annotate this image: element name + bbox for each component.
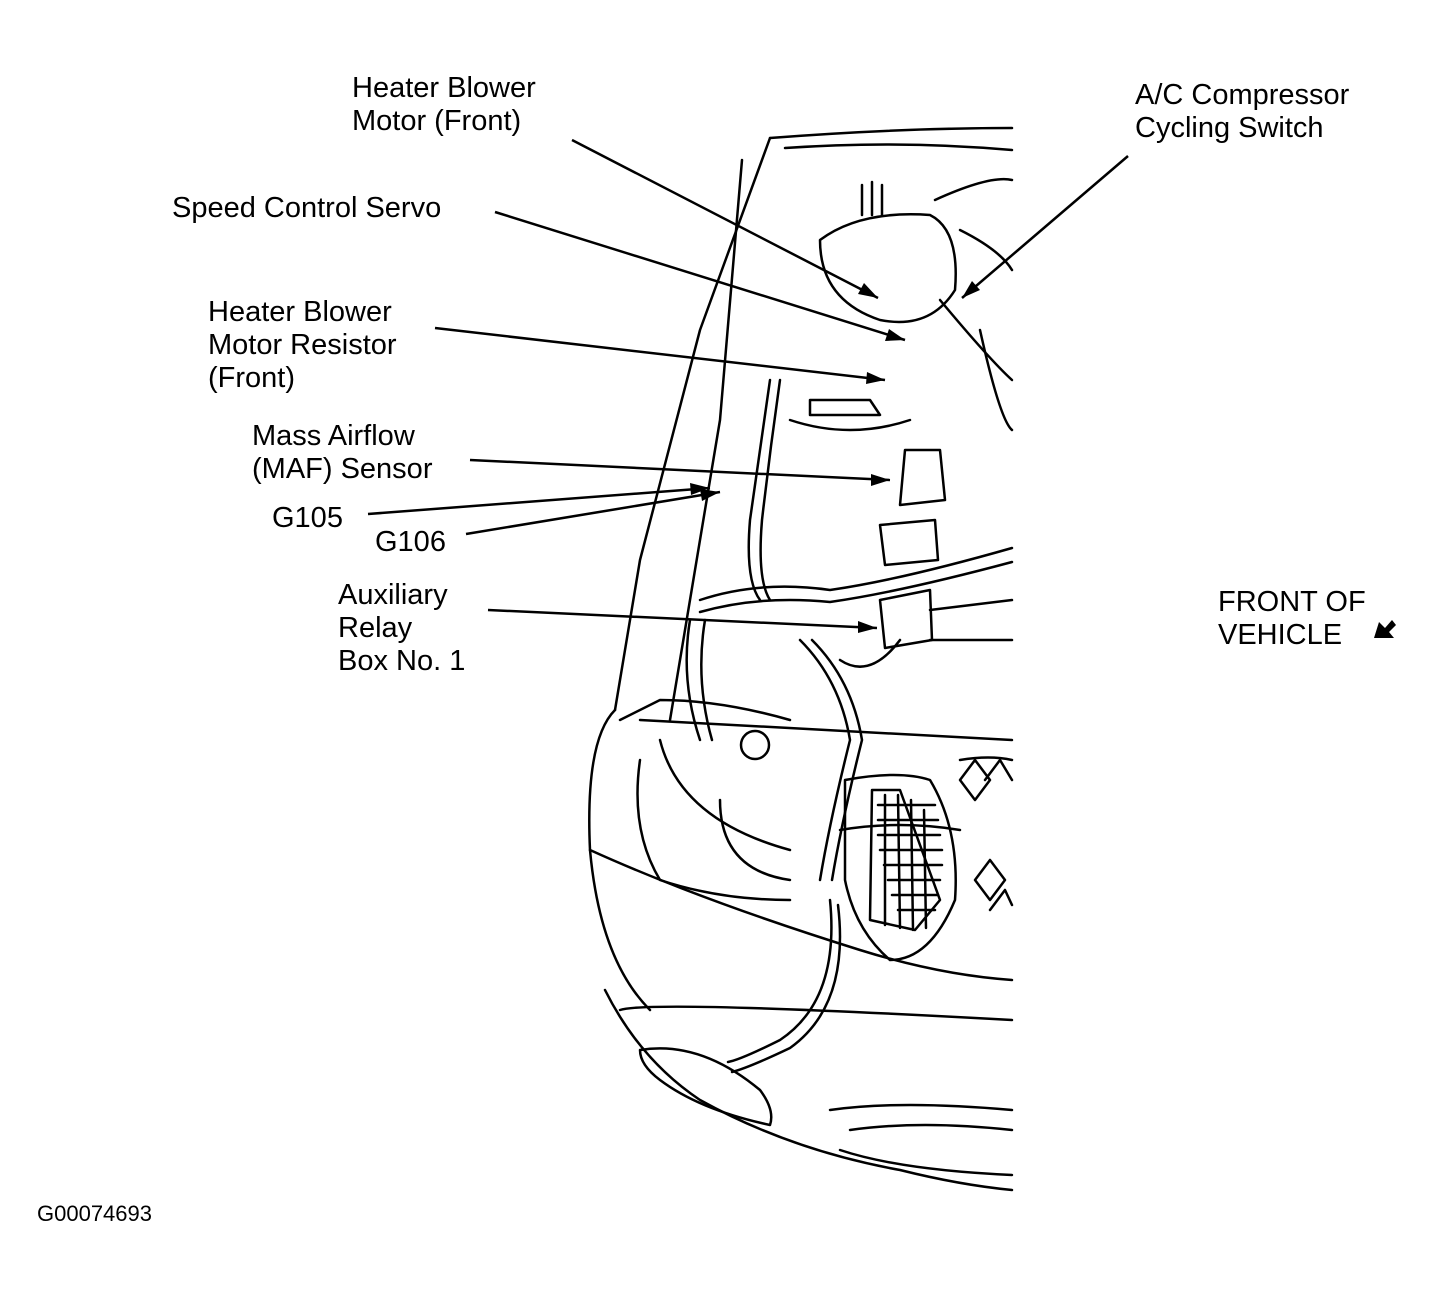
arrowhead-heater-blower-motor <box>858 283 878 298</box>
leader-speed-control-servo <box>494 210 906 342</box>
relay-box-shape <box>878 588 934 650</box>
label-auxiliary-relay-box: Auxiliary Relay Box No. 1 <box>338 579 466 677</box>
leader-g106 <box>465 490 721 536</box>
arrowhead-ac-switch <box>962 281 980 298</box>
arrowhead-relay-box <box>858 621 877 633</box>
label-g105: G105 <box>272 502 343 534</box>
arrowhead-speed-control-servo <box>885 329 905 341</box>
fender-outline <box>588 708 652 1012</box>
arrow-down-left-icon <box>1374 620 1396 638</box>
figure-code: G00074693 <box>37 1201 152 1226</box>
label-maf-sensor: Mass Airflow (MAF) Sensor <box>252 420 433 485</box>
label-g106: G106 <box>375 526 446 558</box>
leader-maf-sensor <box>469 458 891 482</box>
arrowhead-maf-sensor <box>871 474 890 486</box>
arrowhead-motor-resistor <box>866 372 885 384</box>
arrowhead-g106 <box>700 489 720 501</box>
label-speed-control-servo: Speed Control Servo <box>172 192 442 224</box>
maf-sensor-shape <box>898 448 947 507</box>
hood-outline <box>613 136 772 712</box>
leader-heater-blower-motor <box>571 138 879 300</box>
bumper-outline <box>603 988 1014 1192</box>
leader-relay-box <box>487 608 878 630</box>
label-heater-blower-motor-resistor-front: Heater Blower Motor Resistor (Front) <box>208 296 397 394</box>
grille-outline <box>843 773 957 962</box>
label-ac-compressor-cycling-switch: A/C Compressor Cycling Switch <box>1135 79 1350 144</box>
label-front-of-vehicle: FRONT OF VEHICLE <box>1218 586 1366 651</box>
label-heater-blower-motor-front: Heater Blower Motor (Front) <box>352 72 536 137</box>
leader-g105 <box>367 486 711 516</box>
leader-ac-switch <box>961 155 1129 299</box>
leader-motor-resistor <box>434 326 886 382</box>
